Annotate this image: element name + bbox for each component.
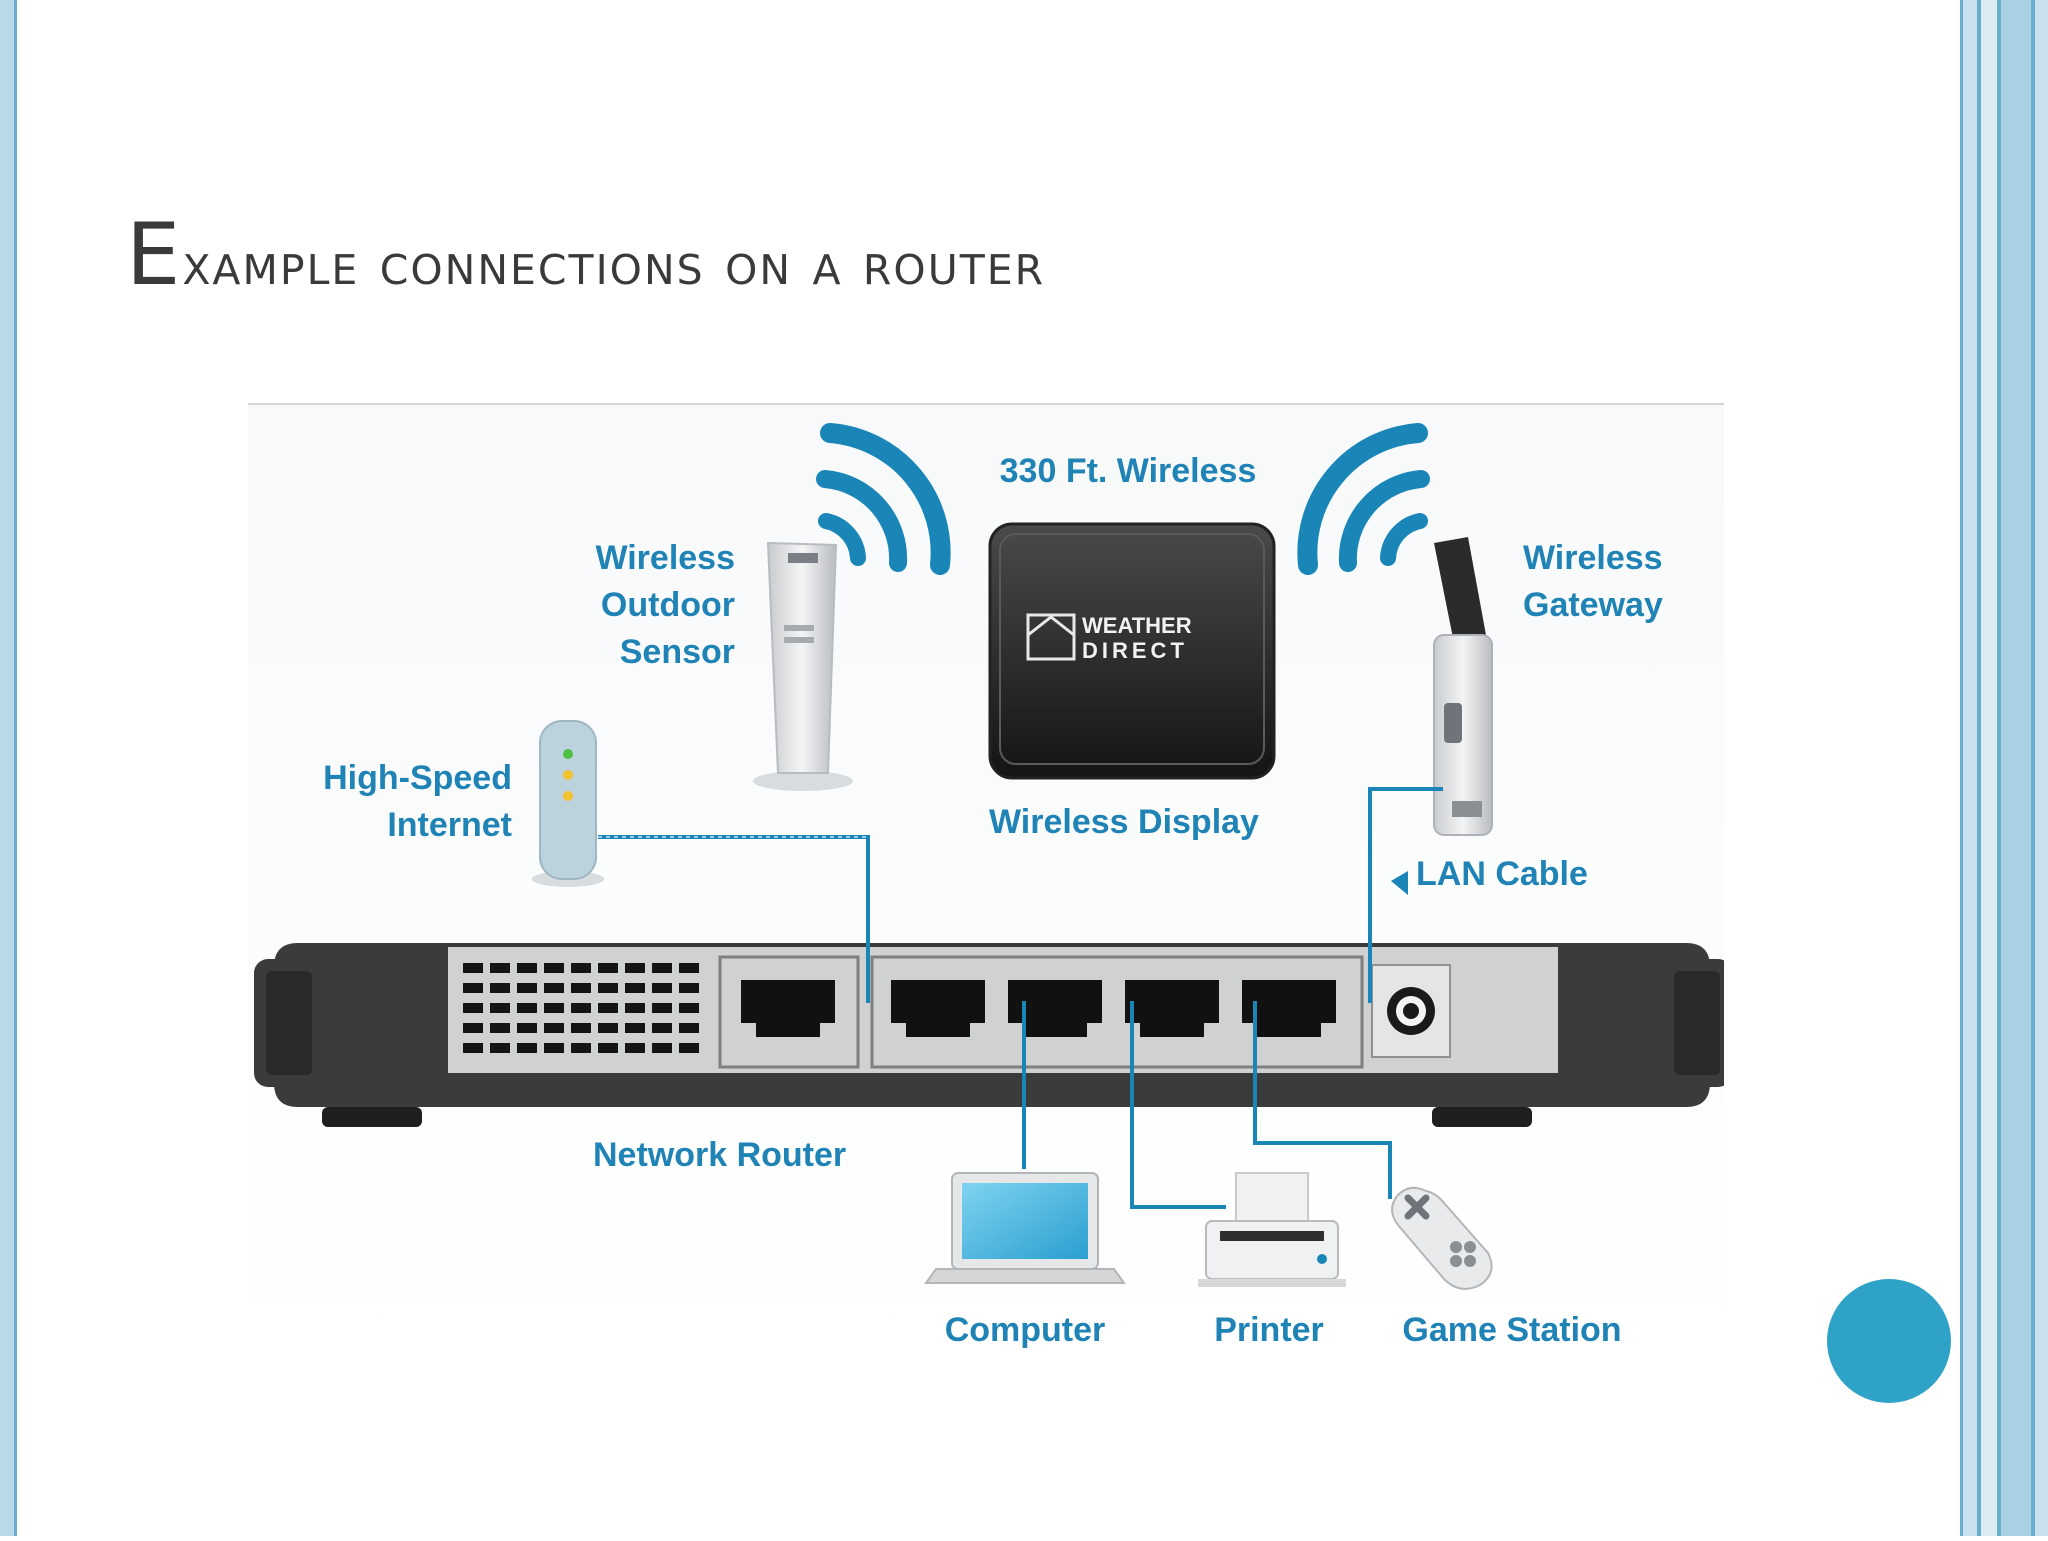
lan-cable-game-station — [1253, 1001, 1392, 1199]
computer-laptop-icon — [924, 1172, 1126, 1284]
high-speed-internet-modem — [532, 720, 604, 887]
router-port-wan — [741, 980, 835, 1037]
wireless-display-device: WEATHER DIRECT — [988, 522, 1276, 780]
label-sensor-line-1: Wireless — [595, 539, 735, 577]
diagram-canvas: WEATHER DIRECT — [248, 403, 1732, 1363]
decorative-circle — [1827, 1279, 1951, 1403]
wireless-gateway-device — [1433, 537, 1493, 836]
slide-title-rest: xample connections on a router — [182, 230, 1046, 298]
router-power-jack-icon — [1387, 987, 1435, 1035]
game-station-controller-icon — [1391, 1186, 1493, 1290]
wireless-signal-left-icon — [816, 423, 951, 575]
label-printer: Printer — [1214, 1311, 1324, 1349]
router-port-lan-3 — [1125, 980, 1219, 1037]
router-connections-diagram: WEATHER DIRECT — [248, 403, 1732, 1363]
label-internet-line-1: High-Speed — [323, 759, 512, 797]
right-border-lines — [1960, 0, 2048, 1536]
label-computer: Computer — [945, 1311, 1106, 1349]
lan-cable-gateway — [1368, 787, 1443, 1003]
label-sensor-line-2: Outdoor — [601, 586, 735, 624]
left-border-lines — [0, 0, 17, 1536]
wireless-signal-right-icon — [1297, 423, 1430, 575]
lan-cable-arrow-icon — [1391, 871, 1408, 895]
label-network-router: Network Router — [593, 1136, 846, 1174]
label-gateway-line-1: Wireless — [1523, 539, 1663, 577]
slide-title-initial: E — [126, 205, 183, 305]
network-router-device — [254, 943, 1732, 1127]
lan-cables — [598, 787, 1443, 1209]
label-game-station: Game Station — [1402, 1311, 1621, 1349]
router-port-lan-4 — [1242, 980, 1336, 1037]
label-internet-line-2: Internet — [387, 806, 512, 844]
label-gateway-line-2: Gateway — [1523, 586, 1663, 624]
router-port-lan-1 — [891, 980, 985, 1037]
lan-cable-printer — [1130, 1001, 1226, 1209]
right-border-bar — [1960, 0, 2048, 1536]
logo-text-direct: DIRECT — [1082, 638, 1188, 663]
router-vent-grid — [463, 963, 699, 1053]
slide-title: Example connections on a router — [126, 205, 1045, 305]
label-wireless-display: Wireless Display — [989, 803, 1259, 841]
printer-icon — [1198, 1172, 1346, 1287]
left-border-bar — [0, 0, 22, 1536]
label-330-ft-wireless: 330 Ft. Wireless — [1000, 452, 1257, 490]
router-port-lan-2 — [1008, 980, 1102, 1037]
logo-text-weather: WEATHER — [1082, 613, 1192, 638]
label-sensor-line-3: Sensor — [620, 633, 735, 671]
wireless-outdoor-sensor-device — [753, 541, 853, 791]
weather-direct-logo: WEATHER DIRECT — [1026, 613, 1192, 663]
label-lan-cable: LAN Cable — [1416, 855, 1588, 893]
